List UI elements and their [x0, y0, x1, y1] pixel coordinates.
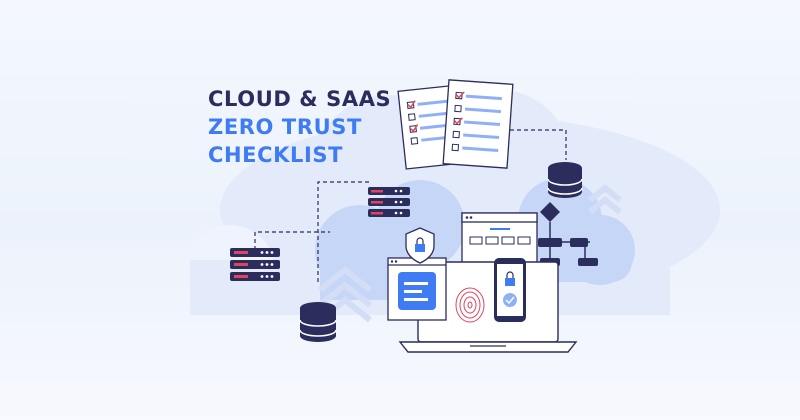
shield-lock-icon: [405, 227, 435, 264]
banner-title-line-3: CHECKLIST: [208, 143, 344, 167]
server-rack-icon: [368, 187, 410, 217]
fingerprint-icon: [455, 287, 485, 323]
server-rack-icon: [230, 248, 280, 281]
connector-lines: [254, 129, 567, 282]
banner-title-line-1: CLOUD & SAAS: [208, 87, 392, 111]
database-icon: [299, 302, 337, 342]
banner-title-line-2: ZERO TRUST: [208, 115, 362, 139]
smartphone-lock-icon: [494, 258, 526, 322]
browser-window-icon: [387, 257, 447, 321]
checklist-document-icon: [442, 79, 514, 169]
database-icon: [547, 162, 583, 198]
